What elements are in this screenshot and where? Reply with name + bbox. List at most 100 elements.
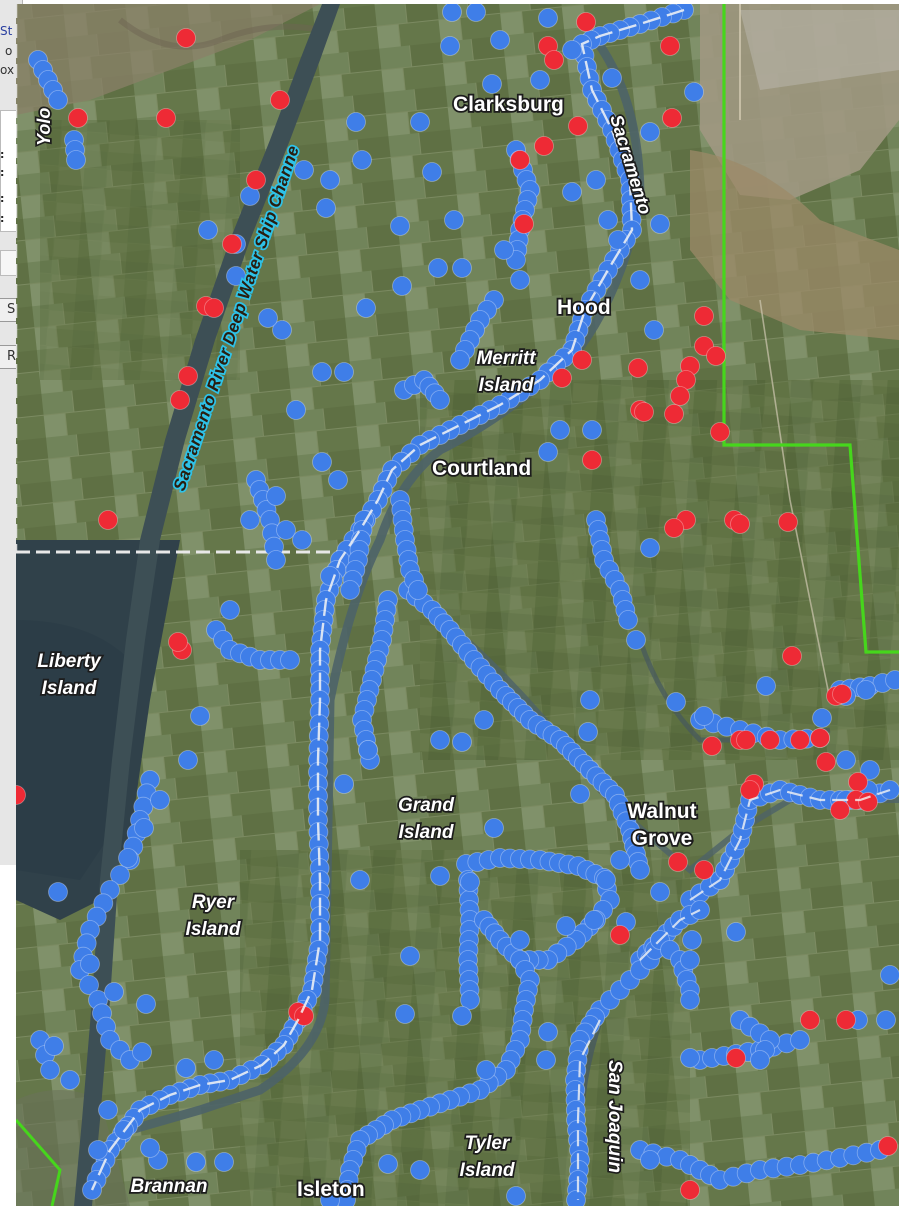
blue-marker[interactable] bbox=[836, 750, 856, 770]
red-marker[interactable] bbox=[514, 214, 534, 234]
red-marker[interactable] bbox=[662, 108, 682, 128]
red-marker[interactable] bbox=[628, 358, 648, 378]
blue-marker[interactable] bbox=[176, 1058, 196, 1078]
red-marker[interactable] bbox=[16, 785, 26, 805]
red-marker[interactable] bbox=[660, 36, 680, 56]
red-marker[interactable] bbox=[670, 386, 690, 406]
red-marker[interactable] bbox=[836, 1010, 856, 1030]
blue-marker[interactable] bbox=[726, 922, 746, 942]
blue-marker[interactable] bbox=[80, 954, 100, 974]
red-marker[interactable] bbox=[782, 646, 802, 666]
red-marker[interactable] bbox=[668, 852, 688, 872]
blue-marker[interactable] bbox=[562, 182, 582, 202]
blue-marker[interactable] bbox=[490, 30, 510, 50]
blue-marker[interactable] bbox=[280, 650, 300, 670]
blue-marker[interactable] bbox=[408, 580, 428, 600]
blue-marker[interactable] bbox=[556, 916, 576, 936]
red-marker[interactable] bbox=[634, 402, 654, 422]
satellite-map[interactable]: Sacramento River Deep Water Ship Channe … bbox=[16, 4, 899, 1206]
blue-marker[interactable] bbox=[640, 1150, 660, 1170]
blue-marker[interactable] bbox=[204, 1050, 224, 1070]
red-marker[interactable] bbox=[848, 772, 868, 792]
blue-marker[interactable] bbox=[136, 994, 156, 1014]
red-marker[interactable] bbox=[168, 632, 188, 652]
red-marker[interactable] bbox=[68, 108, 88, 128]
blue-marker[interactable] bbox=[328, 470, 348, 490]
blue-marker[interactable] bbox=[885, 670, 899, 690]
blue-marker[interactable] bbox=[684, 82, 704, 102]
blue-marker[interactable] bbox=[494, 240, 514, 260]
red-marker[interactable] bbox=[858, 792, 878, 812]
blue-marker[interactable] bbox=[410, 1160, 430, 1180]
blue-marker[interactable] bbox=[460, 872, 480, 892]
red-marker[interactable] bbox=[830, 800, 850, 820]
blue-marker[interactable] bbox=[650, 882, 670, 902]
blue-marker[interactable] bbox=[118, 848, 138, 868]
blue-marker[interactable] bbox=[132, 1042, 152, 1062]
blue-marker[interactable] bbox=[346, 112, 366, 132]
blue-marker[interactable] bbox=[790, 1030, 810, 1050]
blue-marker[interactable] bbox=[358, 740, 378, 760]
blue-marker[interactable] bbox=[316, 198, 336, 218]
blue-marker[interactable] bbox=[650, 214, 670, 234]
blue-marker[interactable] bbox=[630, 860, 650, 880]
blue-marker[interactable] bbox=[562, 40, 582, 60]
blue-marker[interactable] bbox=[860, 760, 880, 780]
blue-marker[interactable] bbox=[538, 8, 558, 28]
red-marker[interactable] bbox=[832, 684, 852, 704]
blue-marker[interactable] bbox=[395, 1004, 415, 1024]
blue-marker[interactable] bbox=[428, 258, 448, 278]
red-marker[interactable] bbox=[680, 1180, 700, 1200]
blue-marker[interactable] bbox=[602, 68, 622, 88]
red-marker[interactable] bbox=[204, 298, 224, 318]
red-marker[interactable] bbox=[246, 170, 266, 190]
blue-marker[interactable] bbox=[312, 452, 332, 472]
blue-marker[interactable] bbox=[356, 298, 376, 318]
blue-marker[interactable] bbox=[104, 982, 124, 1002]
blue-marker[interactable] bbox=[430, 866, 450, 886]
blue-marker[interactable] bbox=[350, 870, 370, 890]
blue-marker[interactable] bbox=[630, 270, 650, 290]
red-marker[interactable] bbox=[736, 730, 756, 750]
blue-marker[interactable] bbox=[292, 530, 312, 550]
blue-marker[interactable] bbox=[880, 965, 899, 985]
blue-marker[interactable] bbox=[482, 74, 502, 94]
red-marker[interactable] bbox=[664, 404, 684, 424]
blue-marker[interactable] bbox=[510, 270, 530, 290]
blue-marker[interactable] bbox=[340, 580, 360, 600]
blue-marker[interactable] bbox=[334, 362, 354, 382]
blue-marker[interactable] bbox=[598, 210, 618, 230]
blue-marker[interactable] bbox=[392, 276, 412, 296]
blue-marker[interactable] bbox=[110, 865, 130, 885]
blue-marker[interactable] bbox=[460, 990, 480, 1010]
red-marker[interactable] bbox=[534, 136, 554, 156]
blue-marker[interactable] bbox=[66, 150, 86, 170]
blue-marker[interactable] bbox=[140, 1138, 160, 1158]
red-marker[interactable] bbox=[726, 1048, 746, 1068]
blue-marker[interactable] bbox=[150, 790, 170, 810]
blue-marker[interactable] bbox=[422, 162, 442, 182]
blue-marker[interactable] bbox=[272, 320, 292, 340]
blue-marker[interactable] bbox=[134, 818, 154, 838]
blue-marker[interactable] bbox=[98, 1100, 118, 1120]
blue-marker[interactable] bbox=[214, 1152, 234, 1172]
blue-marker[interactable] bbox=[680, 990, 700, 1010]
blue-marker[interactable] bbox=[186, 1152, 206, 1172]
blue-marker[interactable] bbox=[190, 706, 210, 726]
blue-marker[interactable] bbox=[450, 350, 470, 370]
blue-marker[interactable] bbox=[756, 676, 776, 696]
blue-marker[interactable] bbox=[580, 690, 600, 710]
red-marker[interactable] bbox=[156, 108, 176, 128]
blue-marker[interactable] bbox=[586, 170, 606, 190]
blue-marker[interactable] bbox=[596, 870, 616, 890]
blue-marker[interactable] bbox=[530, 70, 550, 90]
red-marker[interactable] bbox=[800, 1010, 820, 1030]
blue-marker[interactable] bbox=[608, 230, 628, 250]
blue-marker[interactable] bbox=[258, 308, 278, 328]
blue-marker[interactable] bbox=[682, 930, 702, 950]
red-marker[interactable] bbox=[878, 1136, 898, 1156]
red-marker[interactable] bbox=[730, 514, 750, 534]
blue-marker[interactable] bbox=[506, 1186, 526, 1206]
red-marker[interactable] bbox=[170, 390, 190, 410]
red-marker[interactable] bbox=[706, 346, 726, 366]
